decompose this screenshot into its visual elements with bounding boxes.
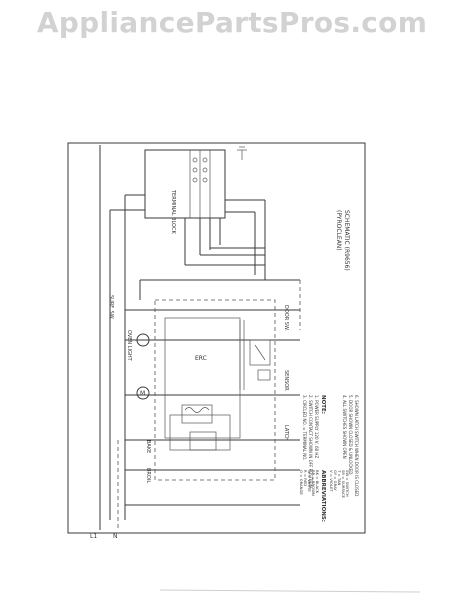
abbr-line-1: BK = BLACK [315,470,320,494]
site-watermark-header: AppliancePartsPros.com [36,6,428,39]
scan-artifact-line [159,589,421,593]
wiring-lines [109,194,301,520]
power-l1-label: L1 [90,533,97,540]
oven-control-enclosure [154,299,276,481]
abbr-line-8: T = TAN [337,469,342,486]
erc-board [164,317,241,439]
abbr-line-9: SR = SURFACE [341,470,346,498]
power-n-label: N [113,533,118,540]
surface-switch-label: SURF. SW. [108,295,114,320]
ground-mark [237,146,247,160]
notes-heading: NOTE: [320,395,326,414]
door-switch-label: DOOR SW. [283,305,289,331]
note-line-5: 5. DOOR SHOWN CLOSED & UNLOCKED [348,395,353,474]
oven-light-label: OVEN LIGHT [126,330,132,362]
note-line-6: 6. SHOWN LATCH SWITCH WHEN DOOR IS CLOSE… [354,395,359,496]
note-line-3: 3. CIRCLED NO. = TERMINAL NO. [302,395,307,461]
abbreviations-block: ABBREVIATIONS: BK = BLACK BR = BROWN W =… [299,469,350,522]
abbr-line-2: BR = BROWN [311,470,316,496]
bake-element-box [169,414,231,451]
abbr-line-6: V = VIOLET [329,470,334,492]
abbreviations-heading: ABBREVIATIONS: [320,470,326,522]
door-switch-assembly [249,339,271,381]
terminal-block-label: TERMINAL BLOCK [170,189,176,234]
abbr-line-3: W = WHITE [307,470,312,492]
abbr-line-10: SW = SWITCH [345,470,350,497]
note-line-4: 4. ALL SWITCHES SHOWN OPEN [342,395,347,459]
bake-label: BAKE [145,440,151,453]
note-line-1: 1. POWER SUPPLY 120 V, 60 HZ [314,395,319,458]
broil-label: BROIL [145,468,151,483]
motor-symbol [136,386,150,400]
schematic-frame [67,142,366,534]
latch-assembly [181,404,213,424]
abbr-line-4: R = RED [303,470,308,486]
control-box [144,149,226,219]
broil-element-box [189,431,217,451]
abbr-line-7: GY = GRAY [333,470,338,491]
schematic-subtitle: (PYROCLEAN) [335,210,342,251]
heater-coil-symbol [184,407,210,413]
note-line-2: 2. SWITCH CONTACT SHOWN IN OFF POSITION [308,395,313,488]
schematic-title: SCHEMATIC (R9656) [343,210,350,271]
motor-label: M [140,390,145,397]
latch-label: LATCH [283,425,289,441]
erc-label: ERC [195,355,207,362]
terminal-strip [189,150,211,218]
oven-light-symbol [136,333,150,347]
title-block: SCHEMATIC (R9656) (PYROCLEAN) [335,210,350,271]
abbr-line-5: O = ORANGE [299,470,304,495]
notes-block: NOTE: 1. POWER SUPPLY 120 V, 60 HZ 2. SW… [302,395,359,496]
sensor-label: SENSOR [283,370,289,391]
